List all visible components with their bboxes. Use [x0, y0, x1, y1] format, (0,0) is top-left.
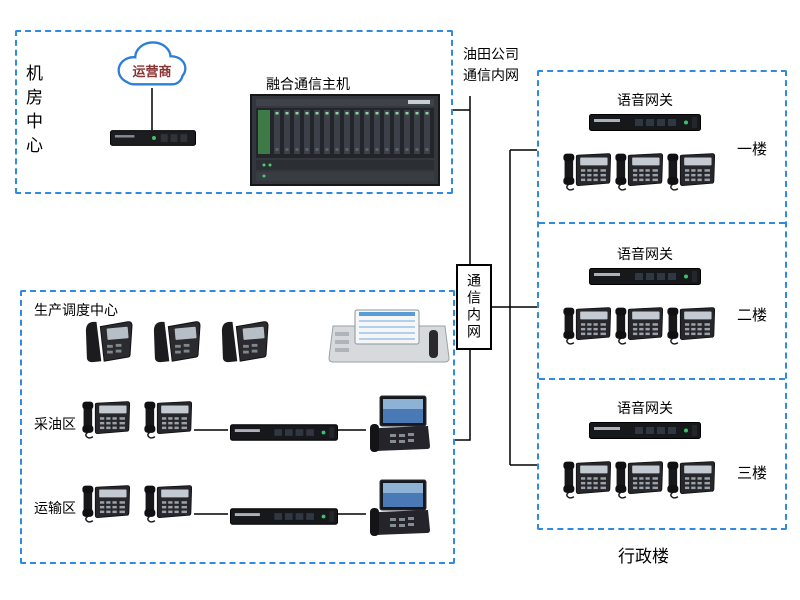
video-phone-icon	[368, 478, 432, 540]
ip-phone-icon	[80, 318, 136, 366]
voice-gateway-icon	[587, 114, 703, 131]
admin-building-box: 语音网关 一楼 语音网关 二楼 语音网关 三楼	[537, 70, 787, 530]
floor2-gateway-label: 语音网关	[617, 246, 673, 262]
machine-room-title: 机房中心	[23, 64, 42, 160]
voice-gateway-icon	[230, 508, 338, 525]
floor1-label: 一楼	[737, 141, 768, 158]
voice-gateway-icon	[587, 422, 703, 439]
host-label: 融合通信主机	[266, 76, 350, 92]
intranet-top-label-line1: 油田公司	[463, 46, 519, 62]
desk-phone-icon	[82, 480, 132, 524]
desk-phone-icon	[615, 456, 665, 500]
rack-server-icon	[250, 94, 440, 186]
cloud-icon	[117, 41, 187, 86]
floor-separator-1	[539, 222, 785, 224]
floor-separator-2	[539, 378, 785, 380]
carrier-cloud: 运营商	[106, 33, 198, 91]
dispatch-center-box: 生产调度中心 采油区 运输区	[20, 290, 455, 564]
carrier-label: 运营商	[132, 64, 172, 79]
desk-phone-icon	[82, 396, 132, 440]
voice-gateway-icon	[230, 424, 338, 441]
desk-phone-icon	[563, 456, 613, 500]
desk-phone-icon	[144, 480, 194, 524]
desk-phone-icon	[563, 302, 613, 346]
desk-phone-icon	[615, 148, 665, 192]
intranet-top-label: 油田公司 通信内网	[463, 44, 519, 86]
desk-phone-icon	[615, 302, 665, 346]
desk-phone-icon	[667, 148, 717, 192]
voice-gateway-icon	[587, 268, 703, 285]
ip-phone-icon	[216, 318, 272, 366]
floor3-gateway-label: 语音网关	[617, 400, 673, 416]
router-icon	[110, 130, 196, 146]
machine-room-box	[15, 30, 453, 194]
transport-area-label: 运输区	[34, 500, 76, 516]
intranet-node: 通信内网	[456, 264, 492, 350]
floor3-label: 三楼	[737, 465, 768, 482]
ip-phone-icon	[148, 318, 204, 366]
floor1-gateway-label: 语音网关	[617, 92, 673, 108]
floor2-label: 二楼	[737, 307, 768, 324]
video-phone-icon	[368, 394, 432, 456]
dispatch-console-icon	[327, 308, 451, 364]
desk-phone-icon	[667, 456, 717, 500]
intranet-top-label-line2: 通信内网	[463, 67, 519, 83]
admin-building-label: 行政楼	[618, 547, 669, 566]
wire-trunk-lower	[455, 350, 471, 441]
dispatch-center-title: 生产调度中心	[34, 302, 118, 318]
desk-phone-icon	[563, 148, 613, 192]
desk-phone-icon	[667, 302, 717, 346]
intranet-node-label: 通信内网	[466, 273, 482, 341]
desk-phone-icon	[144, 396, 194, 440]
oil-area-label: 采油区	[34, 416, 76, 432]
